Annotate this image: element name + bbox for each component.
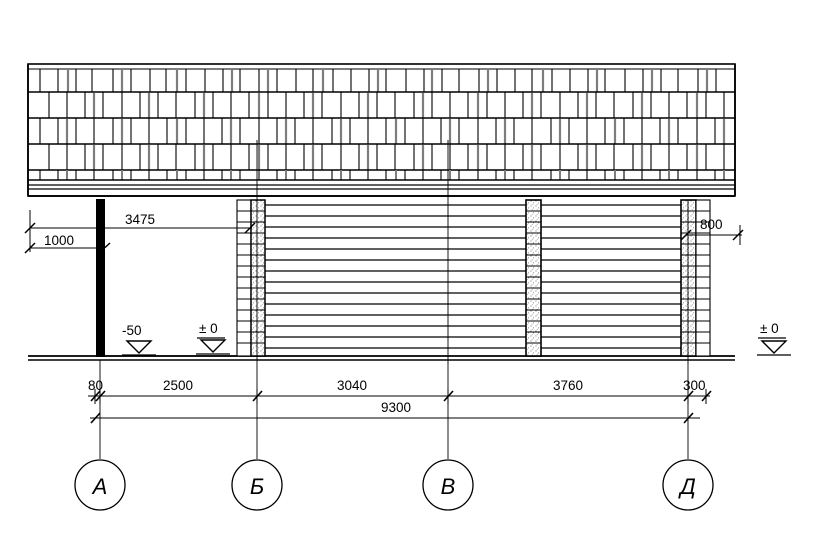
axis-bubble-a-label: А [91,474,108,499]
axis-bubble-v[interactable]: В [422,459,474,511]
dimension-800-label: 800 [700,217,723,232]
shingle-roof [27,63,736,197]
axis-bubble-d[interactable]: Д [662,459,714,511]
level-minus-50-label: -50 [122,323,142,338]
axis-bubble-d-label: Д [677,474,696,499]
shingle-row [28,118,735,145]
column-axis-d [680,199,711,357]
column-axis-v [525,199,542,357]
level-zero-exterior-label: ± 0 [760,321,779,336]
axis-bubble-b[interactable]: Б [231,459,283,511]
column-axis-b [236,199,266,357]
building-body [28,199,735,361]
level-mark-minus-50: -50 [122,323,156,356]
dimension-9300-label: 9300 [381,400,411,415]
dimension-3760-label: 3760 [553,378,583,393]
dimension-80-label: 80 [88,378,103,393]
dimension-total-9300: 9300 [90,400,700,424]
axis-extension-lines [99,140,689,459]
dimension-1000: 1000 [24,210,111,254]
dimension-3040-label: 3040 [337,378,367,393]
level-mark-zero-exterior: ± 0 [757,321,791,356]
dimension-3475-label: 3475 [125,212,155,227]
dimension-3475: 3475 [105,212,256,234]
axis-bubble-v-label: В [441,474,456,499]
dimension-chain-segments: 80 2500 3040 3760 300 [88,378,712,404]
shingle-row [39,170,725,180]
dimension-300-label: 300 [683,378,706,393]
axis-bubble-b-label: Б [250,474,264,499]
roof-fascia-band [27,64,736,197]
dimension-1000-label: 1000 [44,233,74,248]
horizontal-siding [250,204,696,349]
dimension-2500-label: 2500 [163,378,193,393]
dimension-800: 800 [680,217,744,245]
shingle-row [28,92,735,119]
solid-black-wall [96,199,105,357]
shingle-row [28,144,735,171]
shingle-row [28,68,735,93]
axis-bubble-a[interactable]: А [74,459,126,511]
level-zero-interior-label: ± 0 [199,321,218,336]
level-mark-zero-interior: ± 0 [196,321,230,355]
